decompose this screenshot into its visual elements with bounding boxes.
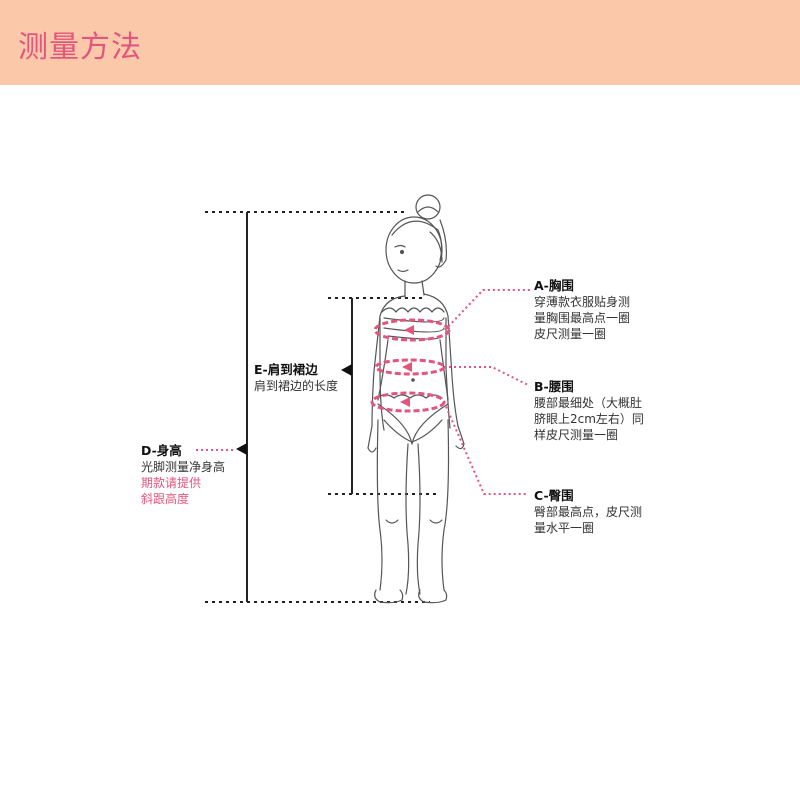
waist-label-title: B-腰围 <box>534 379 574 394</box>
waist-label: B-腰围 腰部最细处（大概肚 脐眼上2cm左右）同 样皮尺测量一圈 <box>534 379 644 443</box>
hip-label-title: C-臀围 <box>534 488 574 503</box>
chest-arrow-icon <box>404 325 414 335</box>
height-desc-line: 光脚测量净身高 <box>141 460 226 474</box>
hip-connector-dotted <box>443 401 528 495</box>
height-pointer-icon <box>236 443 247 455</box>
waist-connector-dotted <box>444 366 529 386</box>
page-title: 测量方法 <box>18 30 142 65</box>
chest-connector-dotted <box>444 289 530 331</box>
shoulder-hem-label-title: E-肩到裙边 <box>254 362 318 377</box>
header-banner: 测量方法 <box>0 0 800 85</box>
waist-desc-line: 脐眼上2cm左右）同 <box>534 412 644 426</box>
shoulder-hem-label: E-肩到裙边 肩到裙边的长度 <box>254 362 338 394</box>
shoulder-hem-desc-line: 肩到裙边的长度 <box>254 379 339 393</box>
height-note-line: 期款请提供 <box>141 476 202 490</box>
chest-desc-line: 量胸围最高点一圈 <box>534 311 631 325</box>
hip-desc-line: 量水平一圈 <box>534 521 595 535</box>
shoulder-pointer-icon <box>341 364 352 376</box>
chest-desc-line: 穿薄款衣服贴身测 <box>534 295 631 309</box>
height-label: D-身高 光脚测量净身高 期款请提供 斜跟高度 <box>141 443 225 507</box>
chest-measure-ring <box>373 318 451 342</box>
height-note-line: 斜跟高度 <box>141 492 190 506</box>
height-label-title: D-身高 <box>141 443 182 458</box>
chest-label-title: A-胸围 <box>534 278 574 293</box>
chest-label: A-胸围 穿薄款衣服贴身测 量胸围最高点一圈 皮尺测量一圈 <box>534 278 630 342</box>
hip-label: C-臀围 臀部最高点，皮尺测 量水平一圈 <box>534 488 642 536</box>
hip-arrow-icon <box>400 397 410 407</box>
child-figure-sketch <box>367 194 465 604</box>
waist-arrow-icon <box>402 362 412 372</box>
waist-desc-line: 腰部最细处（大概肚 <box>534 396 643 410</box>
chest-desc-line: 皮尺测量一圈 <box>534 327 607 341</box>
waist-desc-line: 样皮尺测量一圈 <box>534 428 619 442</box>
hip-desc-line: 臀部最高点，皮尺测 <box>534 505 643 519</box>
